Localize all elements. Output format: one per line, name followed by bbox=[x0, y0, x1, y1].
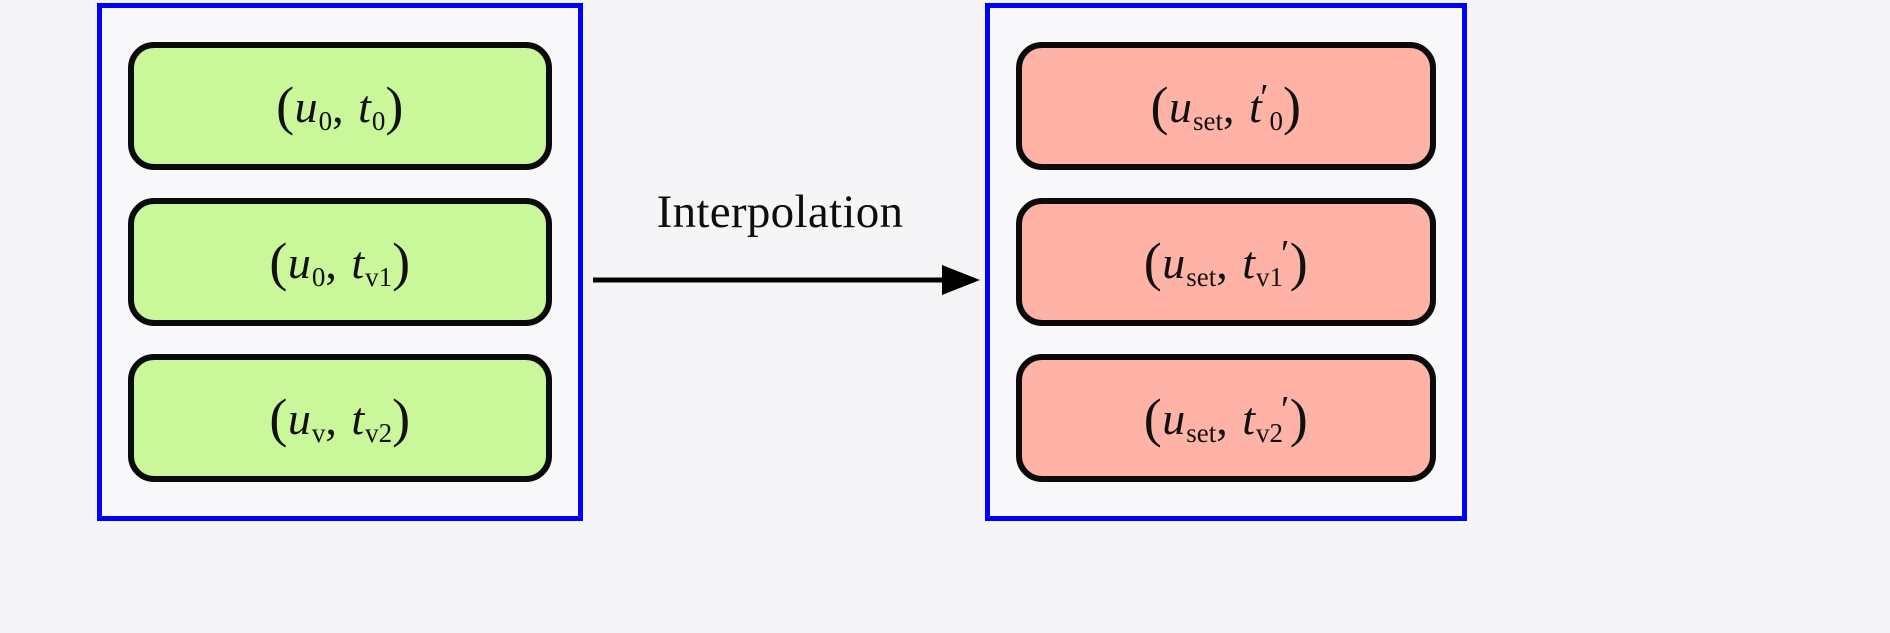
left-item-label-1: (u0,t0) bbox=[276, 77, 404, 136]
interpolation-connector: Interpolation bbox=[590, 185, 980, 300]
subscript-u: v bbox=[311, 418, 326, 449]
open-paren: ( bbox=[276, 75, 295, 136]
prime-mark: ′ bbox=[1280, 233, 1290, 276]
subscript-t: 0 bbox=[1269, 106, 1284, 137]
right-arrow-icon bbox=[593, 265, 980, 295]
variable-t: t bbox=[1242, 236, 1256, 288]
subscript-u: 0 bbox=[311, 262, 326, 293]
open-paren: ( bbox=[269, 231, 288, 292]
comma: , bbox=[325, 236, 338, 288]
comma: , bbox=[325, 392, 338, 444]
interpolation-label: Interpolation bbox=[656, 186, 904, 238]
left-panel-source-operating-points: (u0,t0) (u0,tv1) (uv,tv2) bbox=[97, 3, 583, 521]
right-item-label-2: (uset,tv1′) bbox=[1144, 233, 1309, 292]
left-item-box-2: (u0,tv1) bbox=[128, 198, 552, 326]
subscript-t: v1 bbox=[1255, 262, 1283, 293]
right-item-label-1: (uset,t′0) bbox=[1150, 77, 1301, 136]
close-paren: ) bbox=[1289, 387, 1309, 448]
variable-t: t bbox=[351, 392, 365, 444]
subscript-t: 0 bbox=[371, 106, 386, 137]
variable-u: u bbox=[1162, 236, 1186, 288]
subscript-t: v1 bbox=[365, 262, 393, 293]
close-paren: ) bbox=[392, 231, 411, 292]
left-item-label-3: (uv,tv2) bbox=[269, 389, 410, 448]
subscript-u: set bbox=[1186, 262, 1217, 293]
variable-t: t bbox=[358, 80, 372, 132]
left-item-box-3: (uv,tv2) bbox=[128, 354, 552, 482]
variable-u: u bbox=[1162, 392, 1186, 444]
comma: , bbox=[332, 80, 345, 132]
right-panel-interpolated-operating-points: (uset,t′0) (uset,tv1′) (uset,tv2′) bbox=[985, 3, 1467, 521]
open-paren: ( bbox=[1150, 75, 1169, 136]
close-paren: ) bbox=[392, 387, 411, 448]
close-paren: ) bbox=[385, 75, 404, 136]
prime-mark: ′ bbox=[1260, 77, 1270, 120]
open-paren: ( bbox=[269, 387, 288, 448]
left-item-box-1: (u0,t0) bbox=[128, 42, 552, 170]
close-paren: ) bbox=[1289, 231, 1309, 292]
variable-t: t bbox=[1242, 392, 1256, 444]
open-paren: ( bbox=[1143, 387, 1163, 448]
comma: , bbox=[1222, 80, 1235, 132]
prime-mark: ′ bbox=[1280, 389, 1290, 432]
right-item-label-3: (uset,tv2′) bbox=[1144, 389, 1309, 448]
close-paren: ) bbox=[1283, 75, 1302, 136]
variable-u: u bbox=[294, 80, 319, 132]
open-paren: ( bbox=[1143, 231, 1163, 292]
right-item-box-1: (uset,t′0) bbox=[1016, 42, 1436, 170]
variable-u: u bbox=[287, 236, 312, 288]
right-item-box-3: (uset,tv2′) bbox=[1016, 354, 1436, 482]
variable-t: t bbox=[1248, 80, 1263, 132]
variable-u: u bbox=[287, 392, 312, 444]
subscript-u: 0 bbox=[318, 106, 333, 137]
comma: , bbox=[1216, 236, 1229, 288]
left-item-label-2: (u0,tv1) bbox=[269, 233, 410, 292]
comma: , bbox=[1216, 392, 1229, 444]
variable-t: t bbox=[351, 236, 365, 288]
subscript-t: v2 bbox=[365, 418, 393, 449]
subscript-t: v2 bbox=[1255, 418, 1283, 449]
subscript-u: set bbox=[1186, 418, 1217, 449]
right-item-box-2: (uset,tv1′) bbox=[1016, 198, 1436, 326]
subscript-u: set bbox=[1192, 106, 1223, 137]
variable-u: u bbox=[1168, 80, 1193, 132]
